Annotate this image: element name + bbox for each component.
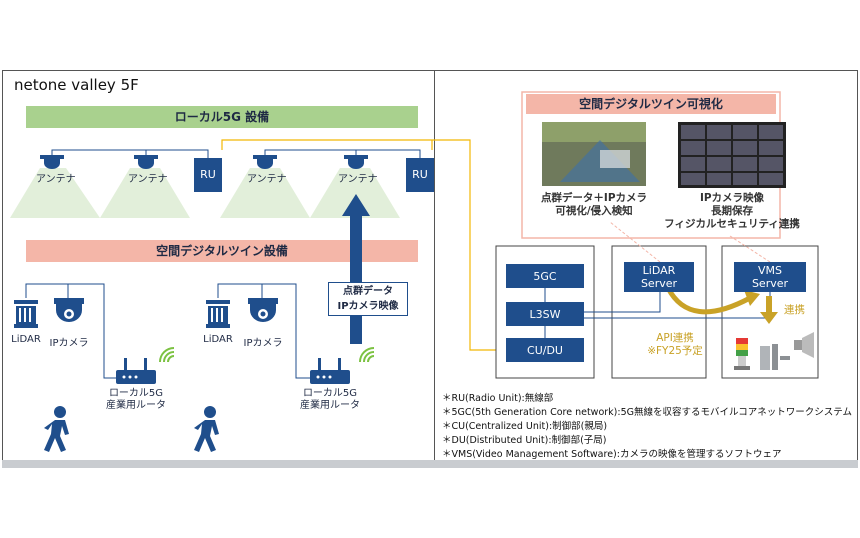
viz-left-caption: 点群データ＋IPカメラ可視化/侵入検知 <box>540 192 648 217</box>
api-arrow <box>665 286 752 315</box>
wireless-signal-icon <box>159 347 175 363</box>
antenna-icon <box>134 155 158 169</box>
router-icon <box>310 358 350 384</box>
api-arrow-head <box>744 290 760 306</box>
ipcam-label: IPカメラ <box>49 338 89 349</box>
antenna-beam <box>310 168 400 218</box>
twin-band: 空間デジタルツイン設備 <box>26 240 418 262</box>
antenna-beam <box>10 168 100 218</box>
api-label: API連携※FY25予定 <box>647 332 703 357</box>
local5g-band: ローカル5G 設備 <box>26 106 418 128</box>
bottom-bar <box>2 460 858 468</box>
node-l3sw: L3SW <box>506 302 584 326</box>
renkei-arrow-head <box>760 312 778 324</box>
venue-title: netone valley 5F <box>14 76 139 94</box>
note-ru: ＊RU(Radio Unit):無線部 <box>442 393 554 404</box>
node-5gc: 5GC <box>506 264 584 288</box>
lidar-label: LiDAR <box>203 334 233 345</box>
wireless-signal-icon <box>359 347 375 363</box>
router-icon <box>116 358 156 384</box>
antenna-icon <box>253 155 277 169</box>
panel-divider <box>434 70 435 468</box>
note-5gc: ＊5GC(5th Generation Core network):5G無線を収… <box>442 407 852 418</box>
viz-right-caption: IPカメラ映像長期保存フィジカルセキュリティ連携 <box>664 192 800 230</box>
lidar-icon <box>14 300 38 328</box>
walking-person-icon <box>194 406 219 452</box>
ru-box: RU <box>406 158 434 192</box>
ip-camera-icon <box>54 298 84 322</box>
antenna-cable <box>51 149 209 158</box>
antenna-cable <box>264 149 421 158</box>
antenna-beam <box>220 168 310 218</box>
network-link <box>582 292 661 313</box>
antenna-label: アンテナ <box>36 174 76 185</box>
ipcam-label: IPカメラ <box>243 338 283 349</box>
sensor-cable <box>217 283 312 379</box>
fronthaul-link <box>221 139 510 351</box>
signal-tower-icon <box>734 338 750 370</box>
renkei-label: 連携 <box>784 304 805 316</box>
antenna-icon <box>40 155 64 169</box>
uplink-arrow-shaft <box>350 214 362 344</box>
antenna-label: アンテナ <box>247 174 287 185</box>
uplink-label: 点群データ IPカメラ映像 <box>328 282 408 316</box>
viz-title: 空間デジタルツイン可視化 <box>526 94 776 114</box>
node-cudu: CU/DU <box>506 338 584 362</box>
walking-person-icon <box>44 406 69 452</box>
viz-dashed-link <box>729 235 771 263</box>
lidar-icon <box>206 300 230 328</box>
uplink-arrow-head <box>342 194 370 216</box>
note-cu: ＊CU(Centralized Unit):制御部(親局) <box>442 421 608 432</box>
lidar-label: LiDAR <box>11 334 41 345</box>
antenna-beam <box>100 168 190 218</box>
pointcloud-screenshot <box>542 122 646 186</box>
antenna-label: アンテナ <box>128 174 168 185</box>
antenna-icon <box>344 155 368 169</box>
antenna-label: アンテナ <box>338 174 378 185</box>
camera-grid-screenshot <box>678 122 786 188</box>
ip-camera-icon <box>248 298 278 322</box>
note-du: ＊DU(Distributed Unit):制御部(子局) <box>442 435 607 446</box>
viz-dashed-link <box>609 221 661 263</box>
ru-box: RU <box>194 158 222 192</box>
renkei-arrow-shaft <box>766 296 772 312</box>
siren-speaker-icon <box>794 332 814 358</box>
sensor-cable <box>25 283 118 379</box>
door-lock-icon <box>760 344 790 370</box>
note-vms: ＊VMS(Video Management Software):カメラの映像を管… <box>442 449 782 460</box>
